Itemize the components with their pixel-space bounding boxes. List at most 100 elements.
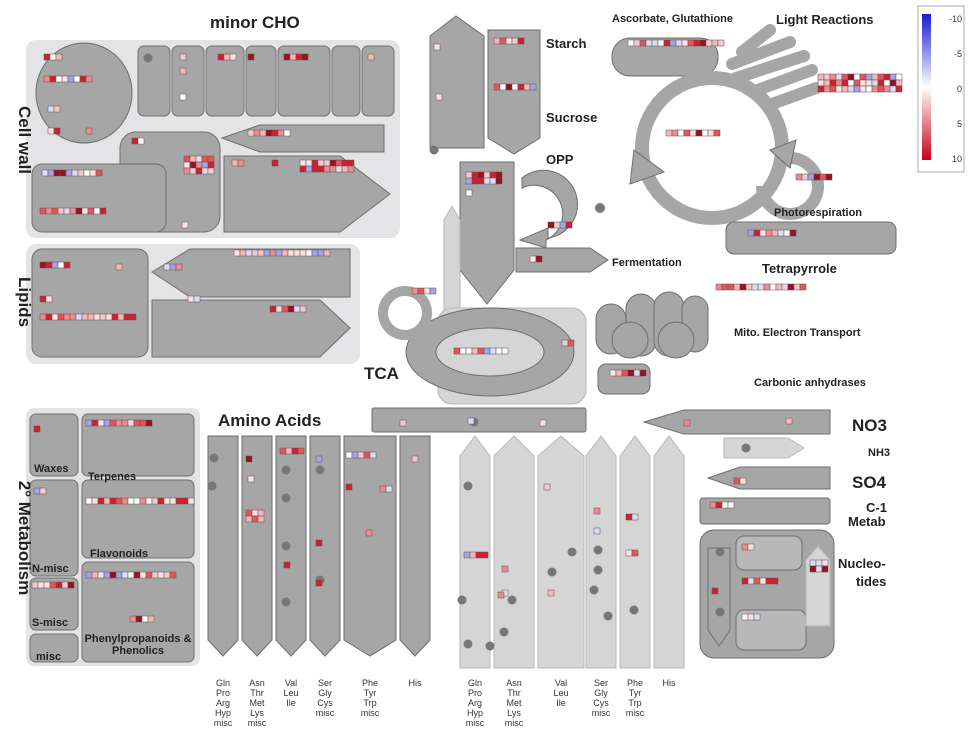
heat-cell [463,551,471,559]
aa-label: Tyr [364,688,377,698]
label-fermentation: Fermentation [612,257,682,269]
heat-cell [251,249,259,257]
heat-cell [357,451,365,459]
aa-label: Gln [468,678,482,688]
heat-cell [49,581,57,589]
heat-cell [61,581,69,589]
fermentation-arrow [515,247,609,273]
heat-cell [39,295,47,303]
aa-dark-arrow-1 [207,435,239,657]
heat-cell [311,165,319,173]
heat-cell [169,497,177,505]
heat-cell [775,283,783,291]
heat-cell [201,167,209,175]
heat-cell [883,73,891,81]
aa-dark-arrow-6 [399,435,431,657]
heat-cell [59,169,67,177]
heat-cell [889,73,897,81]
waxes-box [29,413,79,477]
heat-cell [821,565,829,573]
heat-cell [93,207,101,215]
heat-cell [621,369,629,377]
heat-cell [127,497,135,505]
heat-cell [69,207,77,215]
heat-cell [365,529,373,537]
heat-cell [175,497,183,505]
heat-cell [179,67,187,75]
heat-cell [263,249,271,257]
aa-label: Pro [216,688,230,698]
aa-label: Ser [594,678,608,688]
heat-cell [795,173,803,181]
heat-cell [277,129,285,137]
heat-cell [847,79,855,87]
heat-cell [675,39,683,47]
heat-cell [39,487,47,495]
legend-tick-2: -5 [954,49,962,59]
heat-cell [877,73,885,81]
heat-cell [305,165,313,173]
heat-cell [865,85,873,93]
minor-cho-box-4 [245,45,277,117]
gene-dot [547,567,557,577]
aa-label: Met [506,698,522,708]
heat-cell [815,559,823,567]
heat-cell [727,501,735,509]
heat-cell [701,129,709,137]
heat-cell [269,249,277,257]
label-nucleo-2: tides [856,574,886,589]
heat-cell [799,283,807,291]
gene-dot [209,453,219,463]
aa-label: Met [249,698,265,708]
heat-cell [859,79,867,87]
heat-cell [131,137,139,145]
heat-cell [281,249,289,257]
heat-cell [87,313,95,321]
gene-dot [463,481,473,491]
heat-cell [715,283,723,291]
heat-cell [115,571,123,579]
label-cell-wall: Cell wall [15,106,34,174]
heat-cell [257,515,265,523]
heat-cell [133,571,141,579]
heat-cell [305,159,313,167]
heat-cell [175,263,183,271]
heat-cell [183,167,191,175]
heat-cell [475,551,483,559]
heat-cell [179,53,187,61]
heat-cell [859,85,867,93]
heat-cell [841,73,849,81]
heat-cell [429,287,437,295]
heat-cell [265,129,273,137]
minor-cho-box-7 [361,45,395,117]
heat-cell [121,571,129,579]
heat-cell [847,85,855,93]
heat-cell [471,171,479,179]
aa-label: Val [285,678,297,688]
heat-cell [747,543,755,551]
nucleotides-up-arrow [805,545,831,627]
gene-dot [589,585,599,595]
heat-cell [117,313,125,321]
heat-cell [847,73,855,81]
heat-cell [323,249,331,257]
aa-label: misc [626,708,645,718]
label-s-misc: S-misc [32,617,68,629]
heat-cell [683,419,691,427]
heat-cell [63,207,71,215]
heat-cell [135,615,143,623]
aa-label: misc [248,718,267,728]
heat-cell [853,73,861,81]
aa-label: misc [316,708,335,718]
heat-cell [259,129,267,137]
heat-cell [201,155,209,163]
aa-label: Arg [216,698,230,708]
legend-tick-3: 0 [957,84,962,94]
heat-cell [559,221,567,229]
heat-cell [157,571,165,579]
aa-light-arrow-2 [493,435,535,669]
heat-cell [317,159,325,167]
heat-cell [369,451,377,459]
label-ascorbate: Ascorbate, Glutathione [612,13,733,25]
heat-cell [145,571,153,579]
